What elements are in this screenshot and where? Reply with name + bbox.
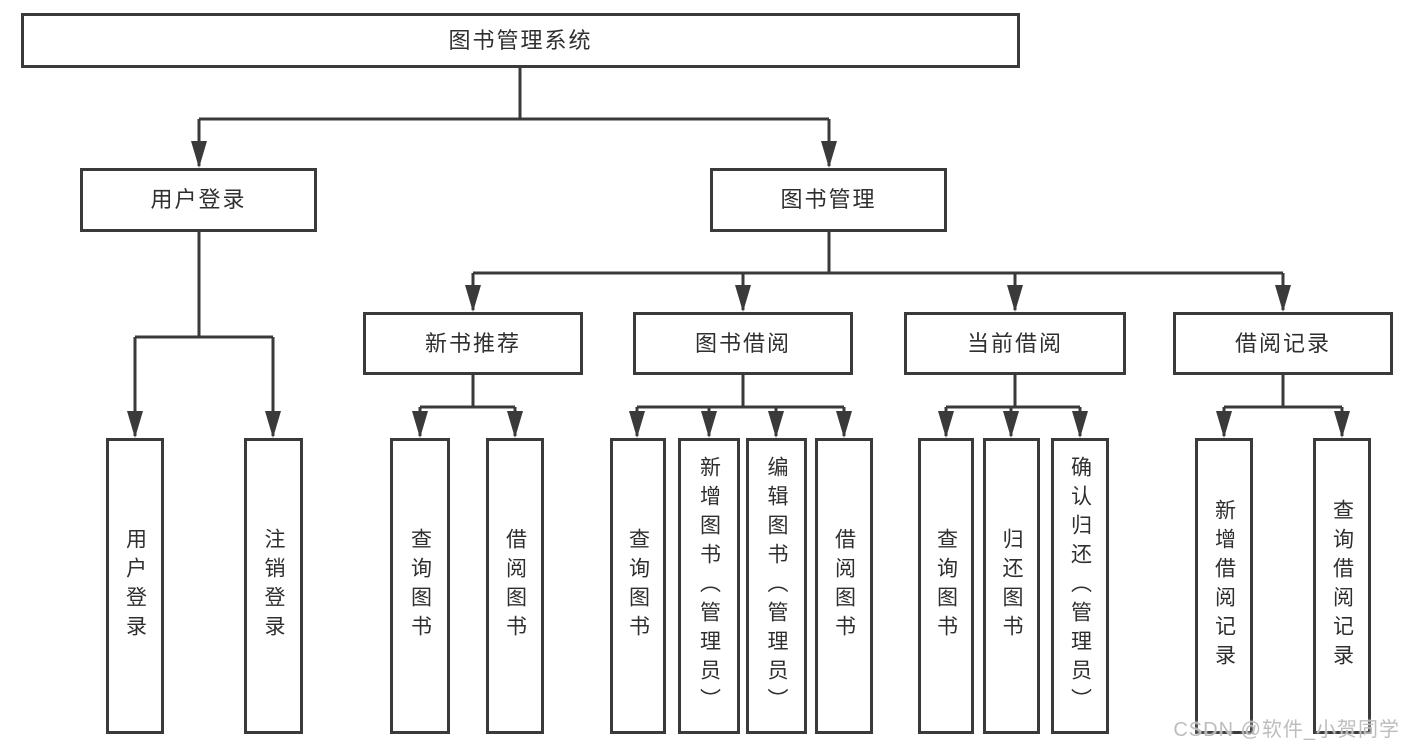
arrowhead bbox=[1003, 411, 1019, 438]
arrowhead bbox=[938, 411, 954, 438]
node-br-add-record: 新增借阅记录 bbox=[1195, 438, 1253, 734]
node-book-management-label: 图书管理 bbox=[780, 187, 877, 212]
node-bb-query-books: 查询图书 bbox=[610, 438, 666, 734]
arrowhead bbox=[629, 411, 645, 438]
node-bb-borrow-books: 借阅图书 bbox=[815, 438, 873, 734]
arrowhead bbox=[836, 411, 852, 438]
edge-records-to-children bbox=[1222, 375, 1344, 436]
node-borrowing-records: 借阅记录 bbox=[1173, 312, 1393, 375]
node-logout: 注销登录 bbox=[244, 438, 303, 734]
node-current-borrowing: 当前借阅 bbox=[904, 312, 1126, 375]
node-bb-borrow-books-label: 借阅图书 bbox=[832, 528, 856, 644]
edge-current-to-children bbox=[944, 375, 1082, 436]
node-user-login: 用户登录 bbox=[106, 438, 164, 734]
edge-root-to-level2 bbox=[197, 68, 831, 166]
node-user-login-group-label: 用户登录 bbox=[150, 187, 247, 212]
node-new-book-recommendation: 新书推荐 bbox=[363, 312, 583, 375]
node-user-login-label: 用户登录 bbox=[123, 528, 147, 644]
node-cb-query-books-label: 查询图书 bbox=[934, 528, 958, 644]
arrowhead bbox=[465, 285, 481, 312]
node-bb-add-books-admin: 新增图书（管理员） bbox=[678, 438, 740, 734]
arrowhead bbox=[1072, 411, 1088, 438]
node-rec-borrow-books-label: 借阅图书 bbox=[503, 528, 527, 644]
node-rec-borrow-books: 借阅图书 bbox=[486, 438, 544, 734]
node-bb-add-books-admin-label: 新增图书（管理员） bbox=[697, 455, 721, 717]
arrowhead bbox=[507, 411, 523, 438]
edge-login-to-children bbox=[133, 232, 275, 436]
node-root-label: 图书管理系统 bbox=[448, 27, 593, 53]
arrowhead bbox=[1334, 411, 1350, 438]
arrowhead bbox=[412, 411, 428, 438]
node-borrowing-records-label: 借阅记录 bbox=[1234, 330, 1331, 356]
node-cb-query-books: 查询图书 bbox=[918, 438, 974, 734]
arrowhead bbox=[1007, 285, 1023, 312]
arrowhead bbox=[1216, 411, 1232, 438]
node-logout-label: 注销登录 bbox=[262, 528, 285, 644]
arrowhead bbox=[701, 411, 717, 438]
edge-mgmt-to-level3 bbox=[471, 232, 1285, 310]
node-rec-query-books-label: 查询图书 bbox=[408, 528, 432, 644]
node-cb-return-books: 归还图书 bbox=[983, 438, 1040, 734]
node-br-query-record-label: 查询借阅记录 bbox=[1330, 499, 1354, 673]
node-user-login-group: 用户登录 bbox=[80, 168, 317, 232]
edge-rec-to-children bbox=[418, 375, 517, 436]
arrowhead bbox=[821, 141, 837, 168]
node-root: 图书管理系统 bbox=[21, 13, 1020, 68]
node-bb-edit-books-admin-label: 编辑图书（管理员） bbox=[765, 455, 788, 717]
node-new-book-recommendation-label: 新书推荐 bbox=[424, 330, 521, 356]
arrowhead bbox=[735, 285, 751, 312]
node-current-borrowing-label: 当前借阅 bbox=[966, 330, 1063, 356]
node-cb-confirm-return-admin: 确认归还（管理员） bbox=[1051, 438, 1109, 734]
arrowhead bbox=[1275, 285, 1291, 312]
node-cb-return-books-label: 归还图书 bbox=[1000, 528, 1023, 644]
node-rec-query-books: 查询图书 bbox=[390, 438, 450, 734]
node-book-management: 图书管理 bbox=[710, 168, 947, 232]
csdn-watermark: CSDN @软件_小贺同学 bbox=[1173, 719, 1400, 741]
arrowhead bbox=[127, 411, 143, 438]
node-book-borrowing: 图书借阅 bbox=[633, 312, 853, 375]
node-book-borrowing-label: 图书借阅 bbox=[694, 330, 791, 356]
edge-borrow-to-children bbox=[635, 375, 846, 436]
arrowhead bbox=[265, 411, 281, 438]
node-bb-query-books-label: 查询图书 bbox=[626, 528, 650, 644]
node-cb-confirm-return-admin-label: 确认归还（管理员） bbox=[1068, 455, 1092, 717]
node-bb-edit-books-admin: 编辑图书（管理员） bbox=[746, 438, 807, 734]
node-br-add-record-label: 新增借阅记录 bbox=[1212, 499, 1236, 673]
arrowhead bbox=[768, 411, 784, 438]
arrowhead bbox=[191, 141, 207, 168]
node-br-query-record: 查询借阅记录 bbox=[1313, 438, 1371, 734]
